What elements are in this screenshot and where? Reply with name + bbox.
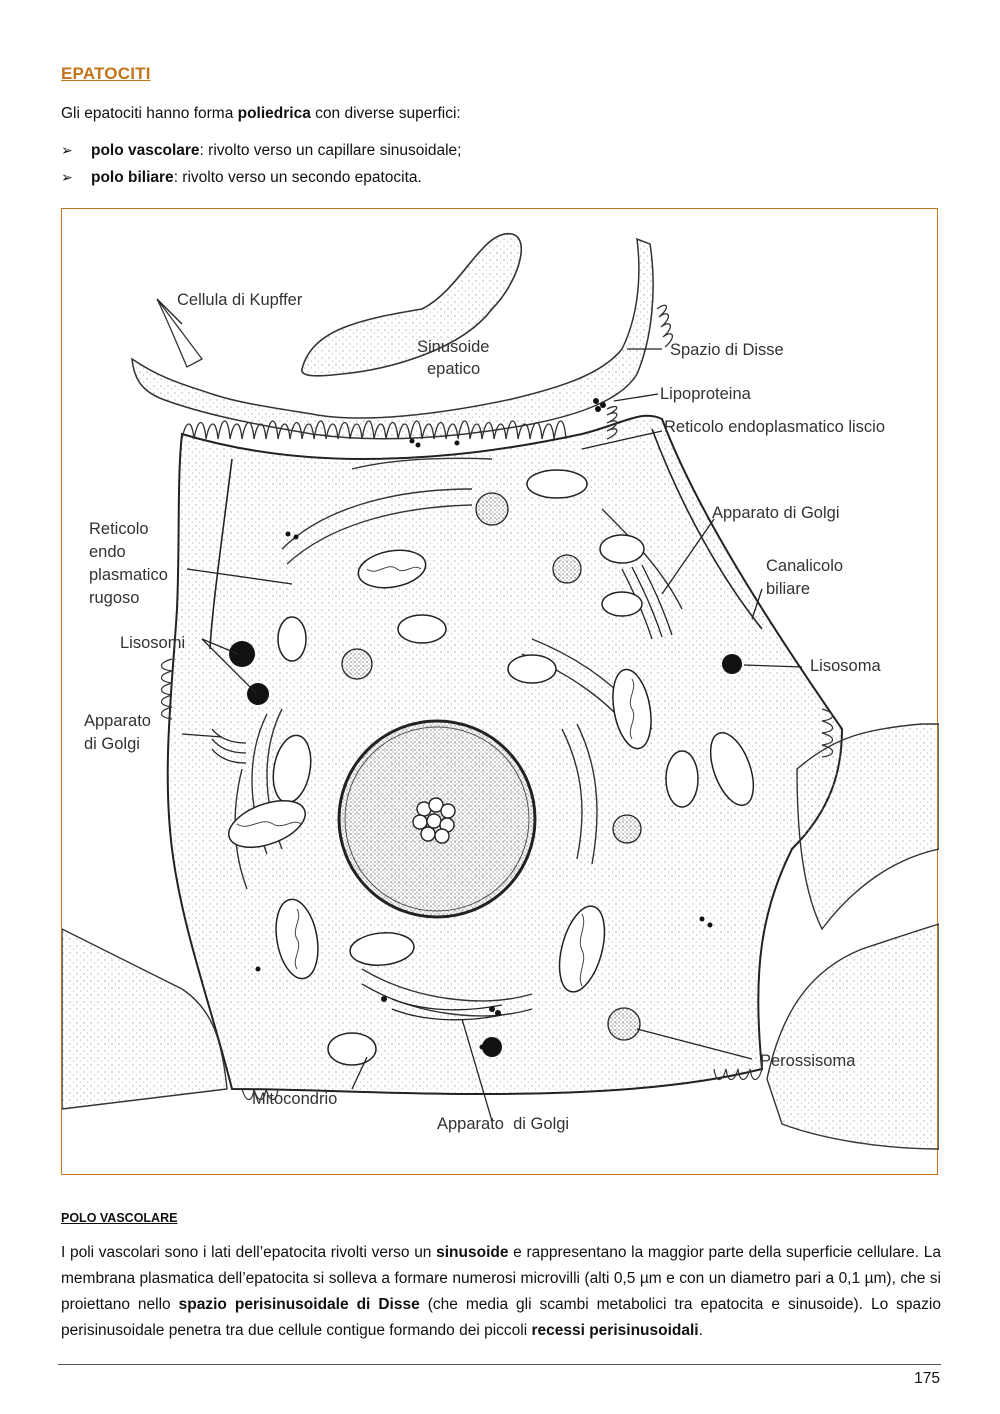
label-rer-1: Reticolo bbox=[89, 520, 149, 538]
arrow-bullet-icon: ➢ bbox=[61, 169, 73, 185]
bullet-list: ➢ polo vascolare: rivolto verso un capill… bbox=[61, 137, 461, 191]
subsection-title: POLO VASCOLARE bbox=[61, 1211, 178, 1225]
label-golgi-top: Apparato di Golgi bbox=[712, 504, 840, 522]
label-rer-2: endo bbox=[89, 543, 126, 561]
intro-text: Gli epatociti hanno forma poliedrica con… bbox=[61, 105, 461, 123]
bullet-text: : rivolto verso un secondo epatocita. bbox=[173, 168, 422, 186]
section-title: EPATOCITI bbox=[61, 64, 151, 83]
label-lisosomi: Lisosomi bbox=[120, 634, 185, 652]
para-segment-bold: sinusoide bbox=[436, 1244, 509, 1261]
label-golgi-left-2: di Golgi bbox=[84, 735, 140, 753]
para-segment: e rappresentano la maggior parte della s… bbox=[61, 1244, 941, 1313]
para-segment: I poli vascolari sono i lati dell’epatoc… bbox=[61, 1244, 437, 1261]
label-lisosoma: Lisosoma bbox=[810, 657, 881, 675]
intro-before: Gli epatociti hanno forma bbox=[61, 105, 238, 122]
para-segment: . bbox=[698, 1322, 703, 1339]
bullet-item: ➢ polo biliare: rivolto verso un secondo … bbox=[61, 164, 461, 191]
page-number: 175 bbox=[914, 1370, 940, 1387]
para-segment: (che media gli scambi metabolici tra epa… bbox=[61, 1296, 941, 1339]
body-paragraph: I poli vascolari sono i lati dell’epatoc… bbox=[61, 1240, 941, 1344]
label-perossisoma: Perossisoma bbox=[760, 1052, 856, 1070]
para-segment-bold: recessi perisinusoidali bbox=[531, 1322, 699, 1339]
label-kupffer: Cellula di Kupffer bbox=[177, 291, 303, 309]
label-sinusoide-2: epatico bbox=[427, 360, 480, 378]
para-segment-bold: spazio perisinusoidale di Disse bbox=[178, 1296, 420, 1313]
label-rer-4: rugoso bbox=[89, 589, 139, 607]
arrow-bullet-icon: ➢ bbox=[61, 142, 73, 158]
label-disse: Spazio di Disse bbox=[670, 341, 784, 359]
label-rer-3: plasmatico bbox=[89, 566, 168, 584]
bullet-item: ➢ polo vascolare: rivolto verso un capill… bbox=[61, 137, 461, 164]
label-golgi-bottom: Apparato di Golgi bbox=[437, 1115, 569, 1133]
bullet-text: : rivolto verso un capillare sinusoidale… bbox=[199, 141, 462, 159]
bullet-term: polo vascolare bbox=[91, 141, 200, 159]
label-canalicolo-2: biliare bbox=[766, 580, 810, 598]
label-rel: Reticolo endoplasmatico liscio bbox=[664, 418, 885, 436]
hepatocyte-diagram: Cellula di Kupffer Sinusoide epatico Spa… bbox=[62, 233, 939, 1150]
intro-bold: poliedrica bbox=[237, 105, 311, 122]
label-canalicolo-1: Canalicolo bbox=[766, 557, 843, 575]
label-sinusoide-1: Sinusoide bbox=[417, 338, 489, 356]
footer-divider bbox=[58, 1364, 941, 1365]
intro-after: con diverse superfici: bbox=[310, 105, 461, 122]
label-mitocondrio: Mitocondrio bbox=[252, 1090, 337, 1108]
label-lipoproteina: Lipoproteina bbox=[660, 385, 752, 403]
hepatocyte-figure: Cellula di Kupffer Sinusoide epatico Spa… bbox=[61, 208, 939, 1175]
bullet-term: polo biliare bbox=[91, 168, 174, 186]
label-golgi-left-1: Apparato bbox=[84, 712, 151, 730]
